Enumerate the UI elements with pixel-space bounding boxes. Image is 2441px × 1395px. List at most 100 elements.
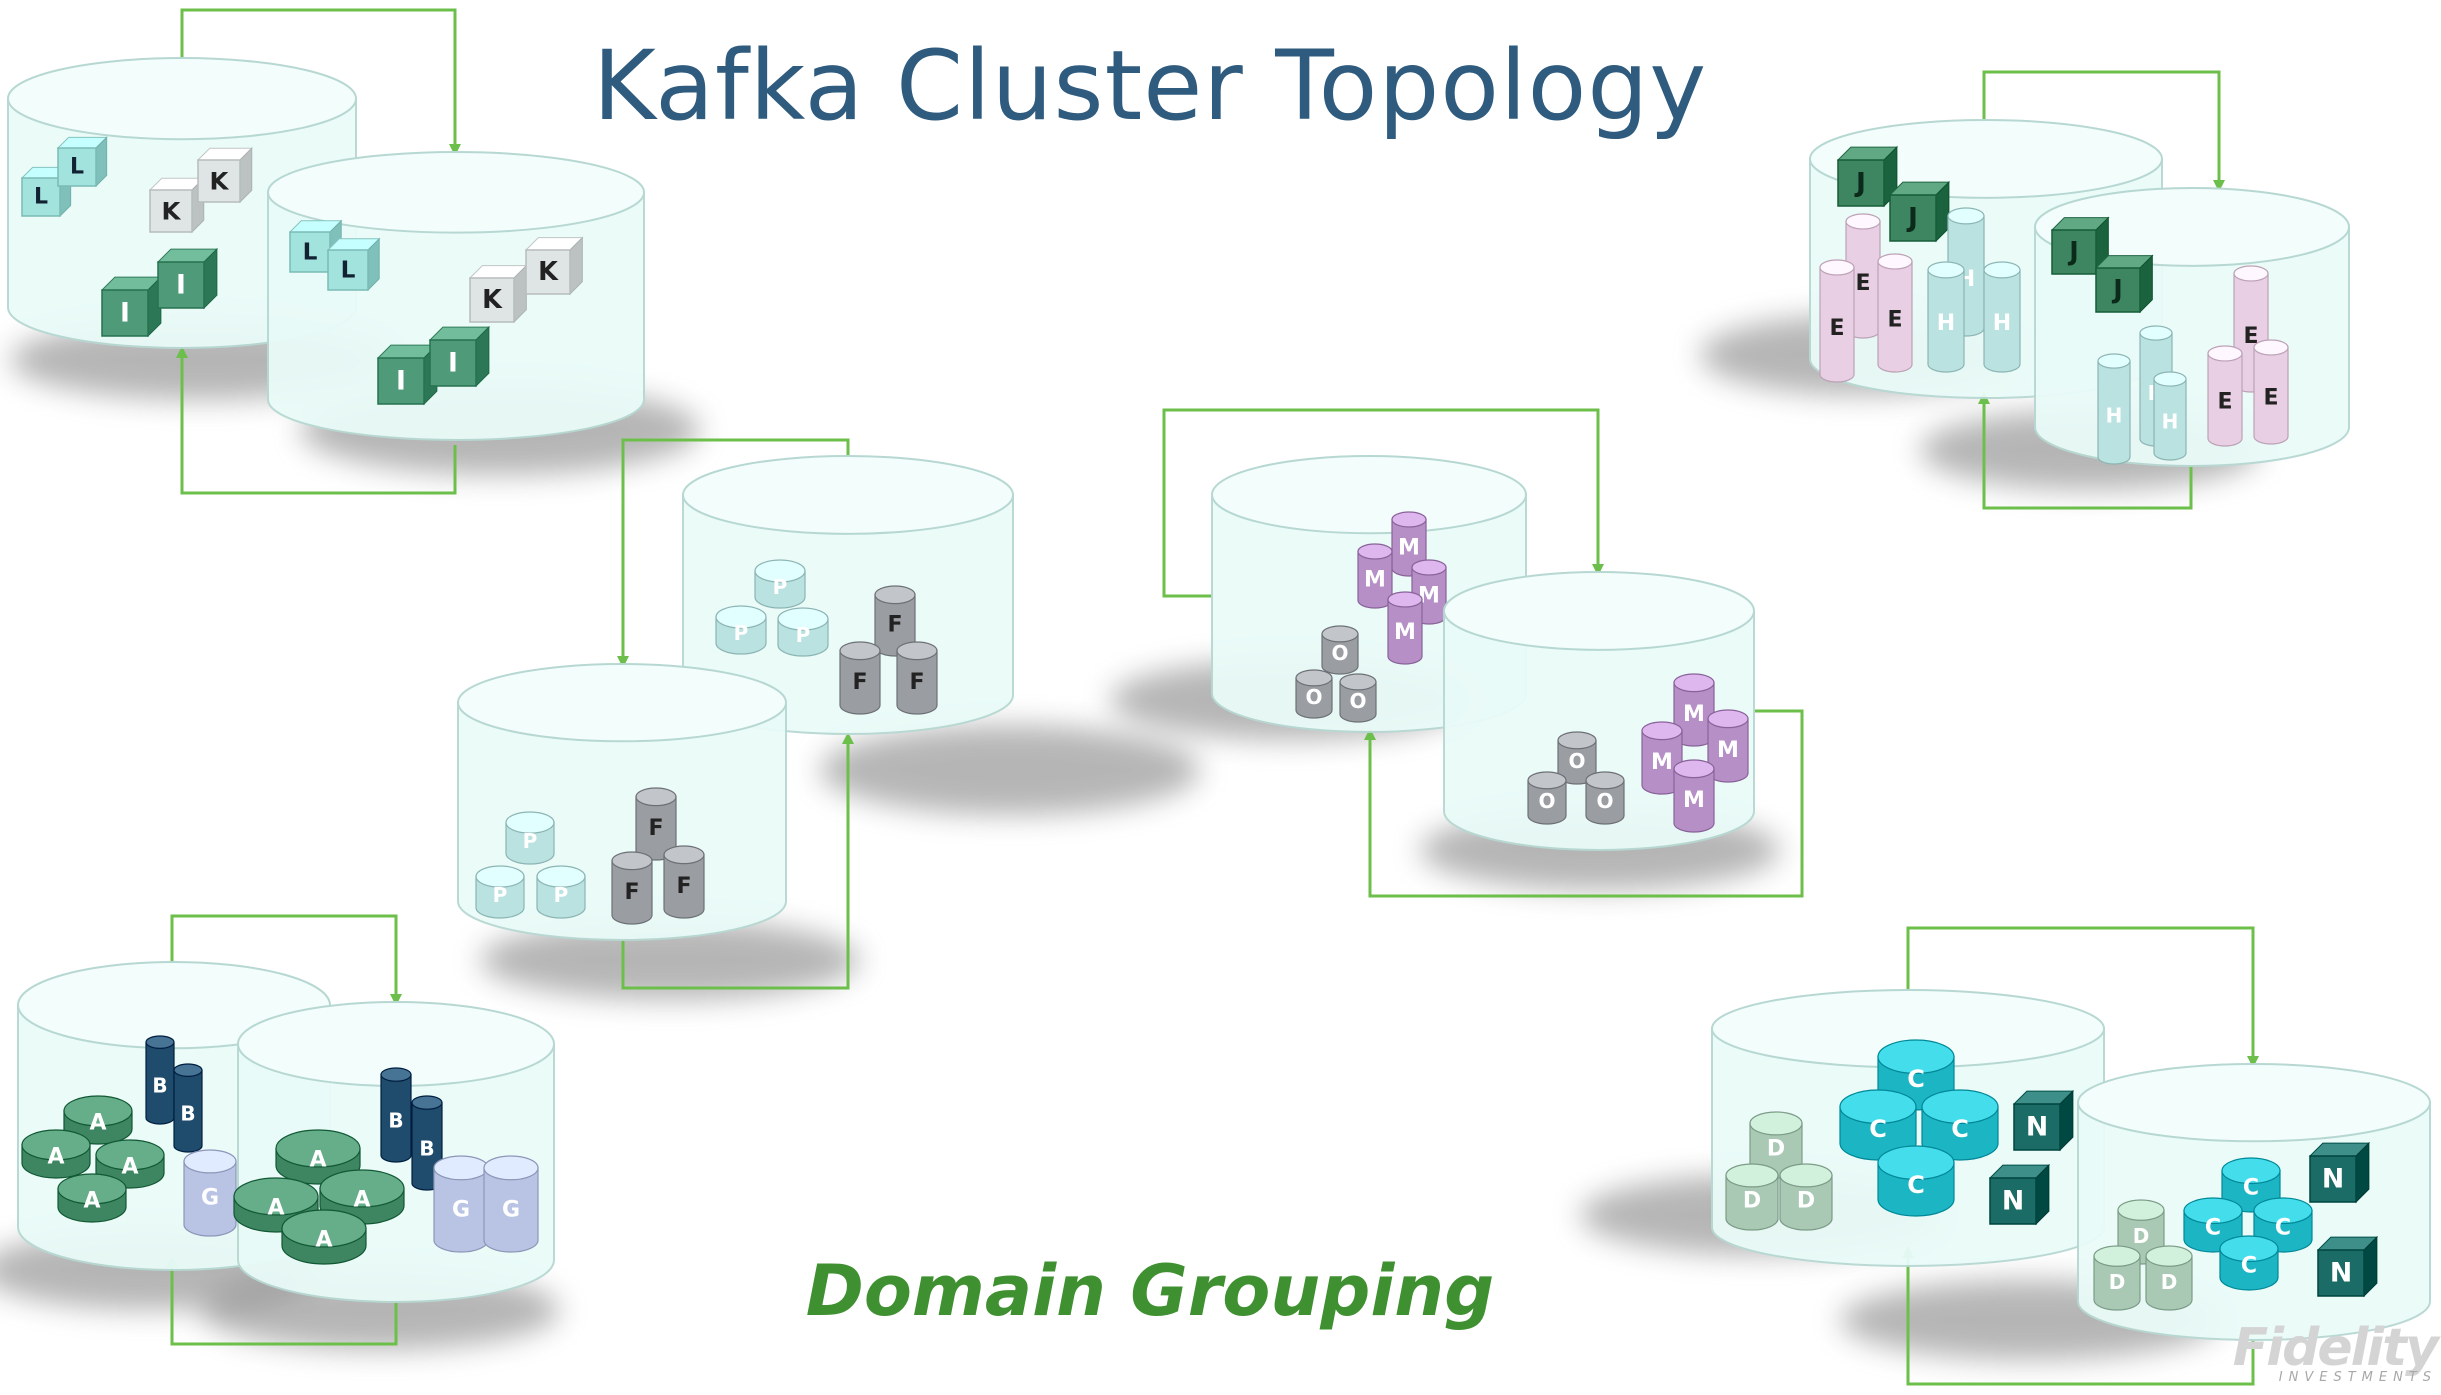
cylinder-top [95, 1139, 165, 1171]
partition-cylinder: P [505, 811, 555, 865]
partition-cylinder: A [63, 1095, 133, 1145]
cylinder-body [2153, 378, 2187, 461]
partition-label: B [388, 1109, 403, 1133]
cylinder-top [1839, 1089, 1917, 1125]
cylinder-top [663, 845, 705, 865]
cylinder-body [505, 821, 555, 865]
partition-label: A [47, 1144, 64, 1169]
cylinder-top [1877, 253, 1913, 270]
partition-label: K [482, 285, 503, 315]
partition-cylinder: F [611, 851, 653, 925]
partition-cylinder: D [2145, 1245, 2193, 1311]
cylinder-body [183, 1160, 237, 1237]
cylinder-top [2117, 1199, 2165, 1221]
partition-label: N [2002, 1186, 2024, 1217]
partition-cylinder: A [281, 1209, 367, 1265]
cylinder-top [1527, 771, 1567, 790]
partition-cube: L [326, 237, 381, 292]
partition-label: M [1418, 583, 1440, 608]
cylinder-top [505, 811, 555, 834]
partition-label: O [1568, 749, 1585, 773]
cylinder-top [1877, 1039, 1955, 1075]
partition-label: H [1993, 311, 2011, 336]
replication-arrow [621, 732, 854, 990]
cylinder-top [2221, 1157, 2281, 1185]
partition-label: C [2205, 1216, 2221, 1241]
broker-top [1443, 571, 1755, 651]
replication-arrow [1162, 408, 1604, 598]
cylinder-top [1779, 1163, 1833, 1188]
partition-label: C [1907, 1171, 1925, 1199]
cylinder-body [483, 1167, 539, 1253]
partition-label: L [303, 239, 318, 266]
partition-label: M [1683, 702, 1705, 727]
partition-cylinder: M [1387, 591, 1423, 665]
cylinder-top [1707, 709, 1749, 729]
partition-cylinder: C [1839, 1089, 1917, 1161]
cylinder-top [1819, 259, 1855, 276]
cylinder-top [2253, 1197, 2313, 1225]
partition-label: J [1854, 168, 1866, 199]
cylinder-body [1877, 260, 1913, 373]
logo-brand: Fidelity [2232, 1318, 2439, 1378]
cylinder-body [2207, 352, 2243, 447]
partition-cylinder: A [57, 1173, 127, 1223]
cylinder-body [1387, 598, 1423, 665]
cylinder-top [777, 607, 829, 631]
cube-front [1989, 1177, 2037, 1225]
cylinder-top [483, 1155, 539, 1181]
cube-front [525, 249, 571, 295]
cylinder-top [2253, 339, 2289, 356]
partition-label: F [887, 613, 902, 638]
cube-front [1889, 194, 1937, 242]
partition-label: F [852, 670, 867, 695]
partition-cylinder: D [1779, 1163, 1833, 1231]
partition-cube: J [1888, 180, 1951, 243]
partition-cube: I [100, 275, 163, 338]
cylinder-body [2097, 360, 2131, 465]
partition-label: O [1538, 789, 1555, 813]
partition-label: K [210, 167, 230, 196]
drop-shadow [820, 725, 1200, 815]
partition-label: F [676, 874, 691, 899]
cylinder-top [536, 865, 586, 888]
cylinder-top [1357, 543, 1393, 560]
partition-cylinder: G [483, 1155, 539, 1253]
cylinder-top [1673, 673, 1715, 693]
broker-top [1809, 119, 2163, 199]
partition-cube: N [2012, 1089, 2075, 1152]
partition-label: D [2109, 1270, 2126, 1294]
cylinder-body [1321, 633, 1359, 675]
partition-cylinder: D [1725, 1163, 1779, 1231]
cube-front [2013, 1103, 2061, 1151]
cylinder-body [1339, 681, 1377, 723]
cylinder-top [839, 641, 881, 661]
partition-label: A [121, 1154, 138, 1179]
partition-cube: N [2308, 1141, 2371, 1204]
cube-front [2309, 1155, 2357, 1203]
partition-label: I [396, 366, 406, 397]
partition-cube: K [148, 177, 205, 234]
cube-front [149, 189, 193, 233]
partition-cylinder: O [1585, 771, 1625, 825]
cube-front [377, 357, 425, 405]
partition-cylinder: E [2253, 339, 2289, 445]
cube-front [101, 289, 149, 337]
page-subtitle: Domain Grouping [805, 1250, 1495, 1332]
partition-cylinder: O [1557, 731, 1597, 785]
partition-label: A [315, 1228, 332, 1253]
partition-label: D [1797, 1188, 1815, 1213]
partition-label: A [89, 1110, 106, 1135]
partition-cylinder: P [536, 865, 586, 919]
partition-cube: K [524, 236, 584, 296]
partition-label: P [773, 575, 788, 599]
cylinder-top [2183, 1197, 2243, 1225]
page-title: Kafka Cluster Topology [592, 30, 1708, 142]
partition-cylinder: B [173, 1063, 203, 1153]
partition-cylinder: E [2207, 345, 2243, 447]
cylinder-top [281, 1209, 367, 1248]
partition-label: K [162, 197, 182, 226]
partition-label: N [2026, 1112, 2048, 1143]
